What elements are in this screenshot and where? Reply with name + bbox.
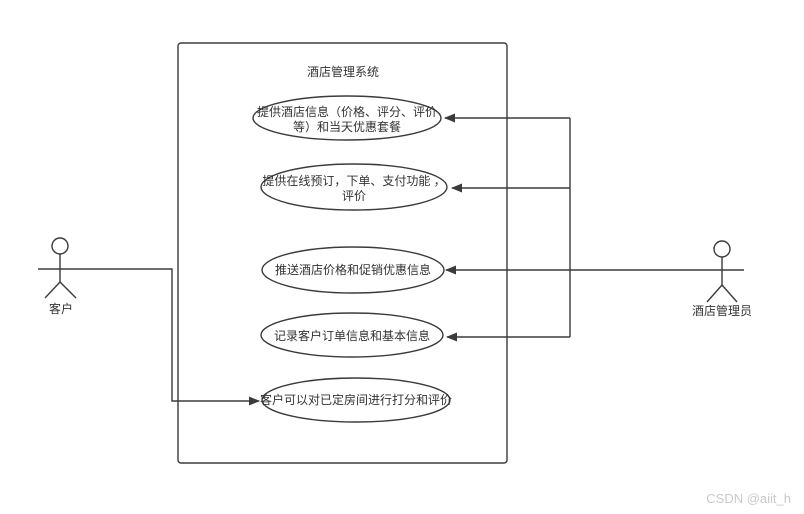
usecase-ellipse bbox=[261, 377, 451, 423]
usecase-label-line: 等）和当天优惠套餐 bbox=[293, 119, 401, 134]
usecase-provide-hotel-info: 提供酒店信息（价格、评分、评价 等）和当天优惠套餐 bbox=[252, 95, 442, 141]
usecase-ellipse bbox=[261, 246, 445, 294]
usecase-online-booking-payment: 提供在线预订，下单、支付功能 ， 评价 bbox=[260, 163, 448, 211]
actor-customer-label: 客户 bbox=[49, 301, 73, 316]
actor-leg-right bbox=[59, 281, 77, 299]
actor-customer: 客户 bbox=[44, 237, 77, 316]
usecase-label-line: 记录客户订单信息和基本信息 bbox=[274, 328, 430, 343]
usecase-record-order-info: 记录客户订单信息和基本信息 bbox=[260, 312, 444, 358]
usecase-ellipse bbox=[252, 95, 442, 141]
actor-head bbox=[713, 240, 731, 258]
actor-admin: 酒店管理员 bbox=[692, 240, 752, 318]
actor-admin-label: 酒店管理员 bbox=[692, 303, 752, 318]
usecase-ellipse bbox=[260, 163, 448, 211]
system-title: 酒店管理系统 bbox=[307, 64, 379, 79]
usecase-push-price-promotions: 推送酒店价格和促销优惠信息 bbox=[261, 246, 445, 294]
usecase-label-line: 评价 bbox=[342, 189, 366, 203]
connector-customer-to-usecase-5 bbox=[38, 268, 260, 406]
actor-leg-left bbox=[44, 281, 61, 299]
usecase-label-line: 提供在线预订，下单、支付功能 ， bbox=[262, 173, 445, 188]
usecase-label-line: 推送酒店价格和促销优惠信息 bbox=[275, 262, 431, 277]
usecase-label-line: 提供酒店信息（价格、评分、评价 bbox=[257, 104, 437, 119]
actor-leg-left bbox=[706, 284, 723, 303]
csdn-watermark: CSDN @aiit_h bbox=[706, 491, 791, 506]
usecase-ellipse bbox=[260, 312, 444, 358]
usecase-rate-review-room: 客户可以对已定房间进行打分和评价 bbox=[260, 377, 452, 423]
actor-leg-right bbox=[721, 284, 738, 303]
actor-head bbox=[51, 237, 69, 255]
usecase-label-line: 客户可以对已定房间进行打分和评价 bbox=[260, 392, 452, 407]
